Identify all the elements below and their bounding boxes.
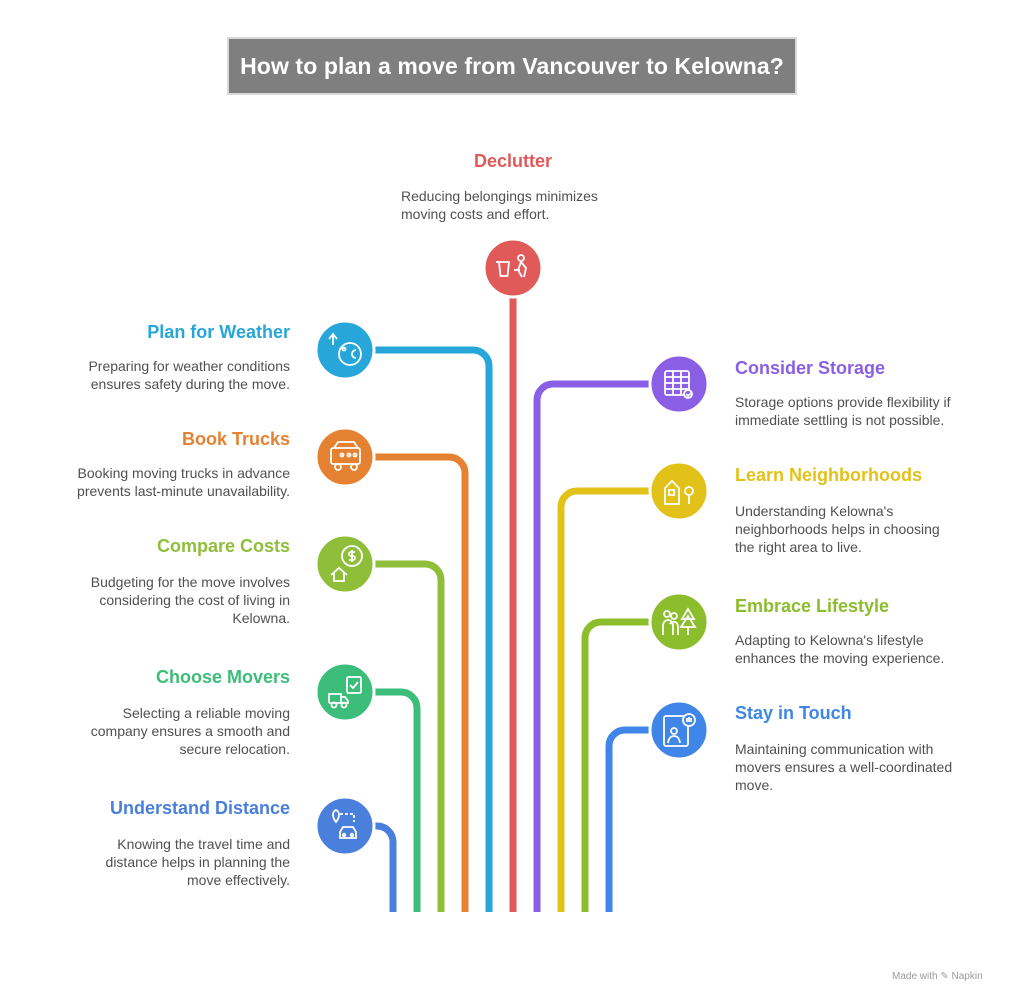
movers-desc-line: Selecting a reliable moving [122, 705, 290, 721]
costs-desc-line: Kelowna. [232, 610, 290, 626]
connector-movers [373, 688, 421, 912]
storage-node [648, 353, 710, 415]
distance-description: Knowing the travel time and distance hel… [30, 835, 290, 889]
connector-distance [373, 822, 397, 912]
movers-description: Selecting a reliable moving company ensu… [30, 704, 290, 758]
weather-desc-line: ensures safety during the move. [90, 376, 290, 392]
map-route-car-icon [332, 808, 357, 839]
declutter-node [482, 237, 544, 299]
distance-desc-line: distance helps in planning the [105, 854, 290, 870]
dollar-house-icon [330, 545, 363, 582]
weather-node [314, 319, 376, 381]
distance-desc-line: move effectively. [187, 872, 290, 888]
weather-description: Preparing for weather conditions ensures… [30, 357, 290, 393]
declutter-heading: Declutter [473, 151, 553, 171]
distance-heading: Understand Distance [109, 798, 290, 818]
storage-heading: Consider Storage [735, 358, 886, 378]
neighborhoods-heading: Learn Neighborhoods [735, 465, 923, 485]
lifestyle-desc-line: enhances the moving experience. [735, 650, 945, 666]
movers-desc-line: company ensures a smooth and [90, 723, 290, 739]
made-with-napkin-credit[interactable]: Made with ✎ Napkin [892, 971, 983, 982]
movers-node [314, 661, 376, 723]
neighborhoods-desc-line: the right area to live. [735, 539, 862, 555]
touch-desc-line: move. [735, 777, 774, 793]
people-tree-icon [662, 607, 697, 635]
lifestyle-description: Adapting to Kelowna's lifestyle enhances… [735, 631, 995, 667]
costs-desc-line: considering the cost of living in [99, 592, 290, 608]
movers-heading: Choose Movers [155, 667, 290, 687]
page-title: How to plan a move from Vancouver to Kel… [240, 52, 784, 79]
lifestyle-heading: Embrace Lifestyle [735, 596, 890, 616]
connector-costs [373, 560, 445, 912]
storage-desc-line: Storage options provide flexibility if [735, 394, 951, 410]
touch-heading: Stay in Touch [735, 703, 852, 723]
neighborhoods-description: Understanding Kelowna's neighborhoods he… [735, 502, 995, 556]
neighborhoods-desc-line: Understanding Kelowna's [735, 503, 894, 519]
storage-description: Storage options provide flexibility if i… [735, 393, 995, 429]
connector-storage [533, 380, 651, 912]
connector-weather [373, 346, 493, 912]
lifestyle-node [648, 591, 710, 653]
trucks-desc-line: Booking moving trucks in advance [77, 465, 290, 481]
declutter-desc-line: Reducing belongings minimizes [401, 188, 598, 204]
distance-desc-line: Knowing the travel time and [117, 836, 290, 852]
touch-desc-line: movers ensures a well-coordinated [735, 759, 953, 775]
distance-node [314, 795, 376, 857]
movers-desc-line: secure relocation. [179, 741, 290, 757]
costs-node [314, 533, 376, 595]
truck-icon [330, 441, 361, 471]
trucks-heading: Book Trucks [181, 429, 290, 449]
connector-lifestyle [581, 618, 651, 912]
touch-description: Maintaining communication with movers en… [735, 740, 995, 794]
declutter-desc-line: moving costs and effort. [401, 206, 550, 222]
neighborhoods-node [648, 460, 710, 522]
declutter-description: Reducing belongings minimizes moving cos… [401, 187, 641, 223]
trucks-node [314, 426, 376, 488]
touch-node [648, 699, 710, 761]
weather-heading: Plan for Weather [147, 322, 290, 342]
trucks-description: Booking moving trucks in advance prevent… [30, 464, 290, 500]
weather-desc-line: Preparing for weather conditions [88, 358, 290, 374]
storage-calendar-icon [664, 370, 693, 399]
checklist-truck-icon [328, 676, 362, 709]
connector-touch [605, 726, 651, 912]
connector-neighborhoods [557, 487, 651, 912]
costs-desc-line: Budgeting for the move involves [90, 574, 290, 590]
neighborhoods-desc-line: neighborhoods helps in choosing [735, 521, 940, 537]
touch-desc-line: Maintaining communication with [735, 741, 934, 757]
house-tree-icon [664, 479, 694, 505]
costs-description: Budgeting for the move involves consider… [30, 573, 290, 627]
trucks-desc-line: prevents last-minute unavailability. [77, 483, 290, 499]
connector-trucks [373, 453, 469, 912]
person-chat-icon [663, 713, 696, 747]
thermometer-celsius-icon [328, 332, 362, 366]
title-banner: How to plan a move from Vancouver to Kel… [227, 37, 797, 95]
costs-heading: Compare Costs [156, 536, 290, 556]
trash-person-icon [496, 254, 527, 278]
lifestyle-desc-line: Adapting to Kelowna's lifestyle [735, 632, 924, 648]
storage-desc-line: immediate settling is not possible. [735, 412, 945, 428]
